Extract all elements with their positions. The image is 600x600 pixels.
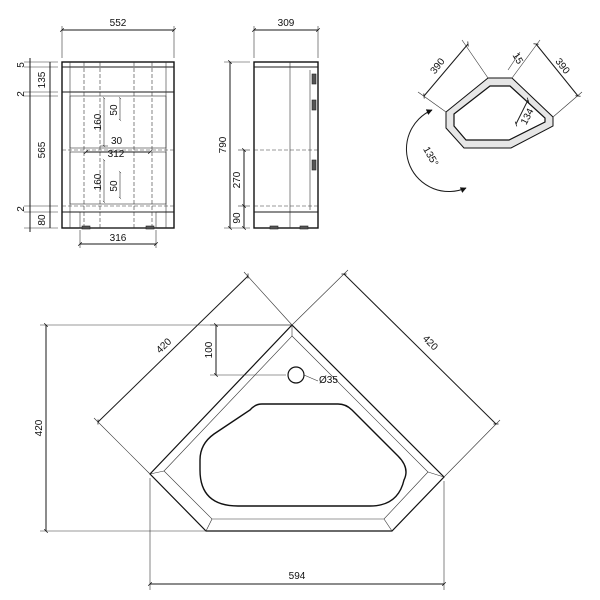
top-angle-label: 135°	[420, 145, 440, 168]
front-plinth	[79, 211, 157, 229]
tap-hole-label: Ø35	[319, 375, 338, 386]
height-label-2-top: 2	[16, 91, 27, 97]
top-side-a-label: 390	[429, 56, 448, 76]
basin-right-edge-label: 420	[420, 333, 440, 353]
side-height-label: 790	[218, 136, 229, 153]
top-side-b-label: 390	[552, 56, 571, 76]
height-label-135: 135	[37, 71, 48, 88]
base-width-label: 316	[110, 233, 127, 244]
upper-drawer-depth-label: 50	[109, 104, 120, 116]
tap-offset-label: 100	[204, 341, 215, 358]
side-depth-label: 309	[278, 18, 295, 29]
side-view: 309 790 270 90	[218, 18, 321, 231]
side-inner-height-label: 270	[232, 171, 243, 188]
front-view: 552 5 135 2 565 2 80 160 50 30 312 160 5…	[16, 18, 177, 248]
drawer-gap-label: 30	[111, 136, 123, 147]
basin-view: Ø35 100 420 420 420 594	[34, 269, 501, 590]
height-label-565: 565	[37, 141, 48, 158]
basin-left-edge-label: 420	[154, 336, 174, 356]
side-plinth-label: 90	[232, 212, 243, 224]
top-small-label: 15	[510, 51, 525, 67]
upper-drawer	[69, 95, 167, 149]
lower-drawer-height-label: 160	[93, 173, 104, 190]
upper-drawer-height-label: 160	[93, 113, 104, 130]
lower-drawer-depth-label: 50	[109, 180, 120, 192]
basin-rim	[163, 335, 429, 520]
top-view: 390 390 15 134 135°	[405, 39, 583, 193]
height-label-80: 80	[37, 214, 48, 226]
height-label-5: 5	[16, 62, 27, 68]
drawer-width-label: 312	[108, 149, 125, 160]
height-label-2-bottom: 2	[16, 206, 27, 212]
side-cabinet-body	[253, 61, 319, 229]
basin-depth-label: 420	[34, 419, 45, 436]
tap-hole	[287, 366, 305, 384]
front-width-label: 552	[110, 18, 127, 29]
basin-front-width-label: 594	[289, 571, 306, 582]
